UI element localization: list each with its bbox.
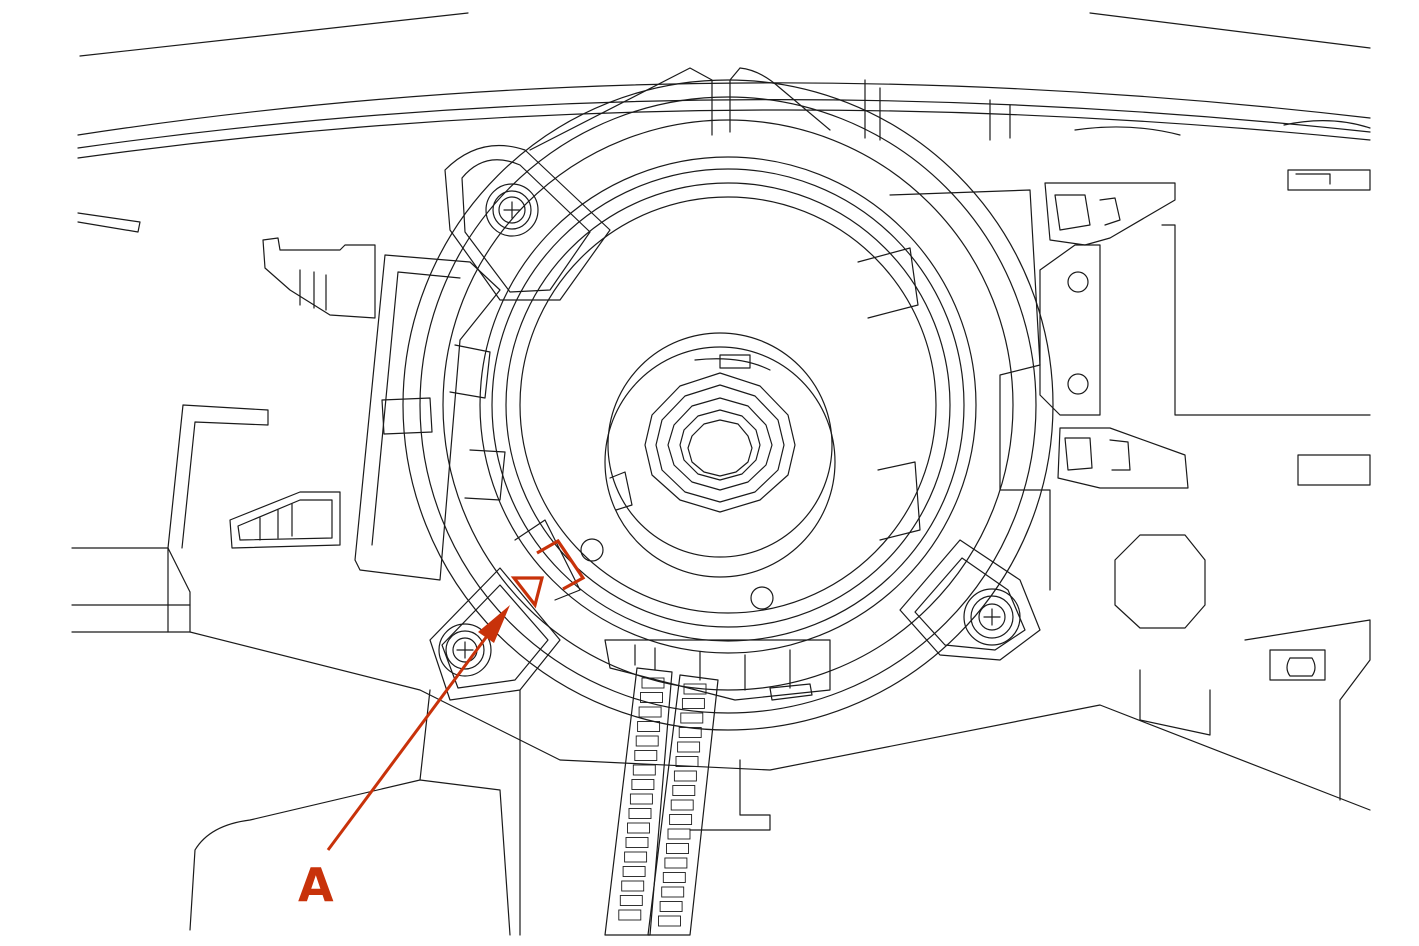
callout-leader xyxy=(326,605,510,851)
ribbon-cable-cell xyxy=(624,851,648,863)
ribbon-cable-cell xyxy=(634,750,658,761)
alignment-mark xyxy=(510,538,586,609)
ribbon-cable-cell xyxy=(670,799,694,811)
ribbon-cable-cell xyxy=(635,735,659,747)
mounting-screw-upper-left xyxy=(485,183,539,237)
callout-label-a: A xyxy=(298,858,334,912)
dashboard-trim xyxy=(77,12,1371,233)
ribbon-cable-cell xyxy=(631,779,655,790)
steering-column-housing xyxy=(71,237,1371,936)
clock-spring-assembly xyxy=(402,67,1054,731)
ribbon-cable xyxy=(604,667,719,936)
leader-arrowhead xyxy=(478,605,510,643)
leader-line xyxy=(326,627,495,851)
ribbon-cable-cell xyxy=(680,712,704,724)
alignment-bracket-mark xyxy=(536,538,586,591)
ribbon-cable-cell xyxy=(632,764,656,776)
ribbon-cable-cell xyxy=(662,872,686,883)
ribbon-cable-cell xyxy=(659,901,683,912)
ribbon-cable-cell xyxy=(638,706,662,718)
ribbon-cable-cell xyxy=(627,822,650,834)
ribbon-cable-cell xyxy=(664,857,688,869)
ribbon-cable-cell xyxy=(619,895,643,906)
ribbon-cable-cell xyxy=(678,727,702,738)
ribbon-cable-cell xyxy=(681,698,705,709)
right-bracket xyxy=(864,79,1371,801)
ribbon-cable-cell xyxy=(675,756,699,767)
ribbon-cable-cell xyxy=(621,880,645,892)
mounting-screw-right xyxy=(963,588,1021,646)
ribbon-cable-cell xyxy=(637,721,661,732)
ribbon-cable-cell xyxy=(628,808,652,819)
ribbon-cable-cell xyxy=(618,909,642,921)
ribbon-cable-cell xyxy=(658,915,681,927)
ribbon-cable-cell xyxy=(667,828,691,840)
ribbon-cable-cell xyxy=(640,692,663,703)
ribbon-cable-cell xyxy=(683,683,707,695)
ribbon-cable-cell xyxy=(673,770,697,782)
alignment-triangle-mark xyxy=(510,576,545,609)
ribbon-cable-cell xyxy=(666,843,689,854)
ribbon-cable-cell xyxy=(641,677,665,689)
ribbon-cable-cell xyxy=(629,793,653,805)
mounting-screw-lower-left xyxy=(438,623,492,677)
ribbon-cable-cell xyxy=(669,814,693,825)
ribbon-cable-cell xyxy=(677,741,701,753)
ribbon-cable-cell xyxy=(625,837,649,848)
ribbon-cable-cell xyxy=(672,785,696,796)
ribbon-cable-cell xyxy=(661,886,685,898)
ribbon-cable-cell xyxy=(622,866,646,877)
